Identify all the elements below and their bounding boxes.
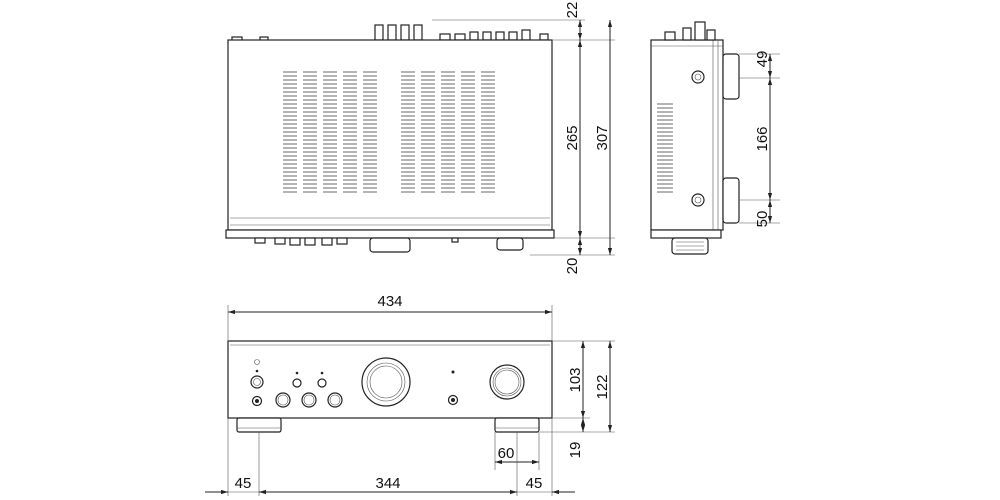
dim-side-lower: 50 (754, 211, 771, 228)
top-volume-knob (369, 237, 411, 253)
power-button (250, 375, 264, 389)
dim-front-total-height: 122 (594, 374, 611, 399)
dim-total-depth: 307 (594, 125, 611, 150)
dim-foot-width: 60 (498, 445, 515, 462)
dim-foot-height: 19 (567, 442, 584, 459)
top-chassis (227, 39, 553, 231)
side-lower-foot (722, 177, 740, 224)
top-view-dimensions: 22 265 307 20 (432, 2, 615, 275)
top-selector-knob (496, 237, 524, 251)
dim-top-rear: 22 (564, 2, 581, 19)
dim-front-width: 434 (377, 293, 402, 310)
dim-side-spacing: 166 (754, 126, 771, 151)
dim-right-margin: 45 (526, 475, 543, 492)
dim-top-front: 20 (564, 258, 581, 275)
top-front-controls (254, 237, 524, 253)
front-right-foot (494, 417, 540, 433)
side-view-dimensions: 49 166 50 (739, 51, 780, 228)
dim-top-depth: 265 (564, 125, 581, 150)
side-view (650, 21, 740, 255)
top-vents (283, 71, 495, 193)
side-chassis (650, 39, 724, 231)
front-left-foot (236, 417, 282, 433)
dim-left-margin: 45 (235, 475, 252, 492)
top-front-panel (225, 229, 555, 239)
dim-side-upper: 49 (754, 51, 771, 68)
dim-front-body-height: 103 (567, 367, 584, 392)
top-view (225, 24, 555, 253)
side-upper-foot (722, 53, 740, 100)
volume-knob (361, 357, 411, 407)
front-view-dimensions: 434 103 122 19 60 45 344 45 (205, 293, 615, 496)
dim-foot-spacing: 344 (375, 475, 400, 492)
rear-connectors (231, 24, 549, 42)
side-vents (657, 103, 673, 193)
front-view (227, 340, 553, 433)
